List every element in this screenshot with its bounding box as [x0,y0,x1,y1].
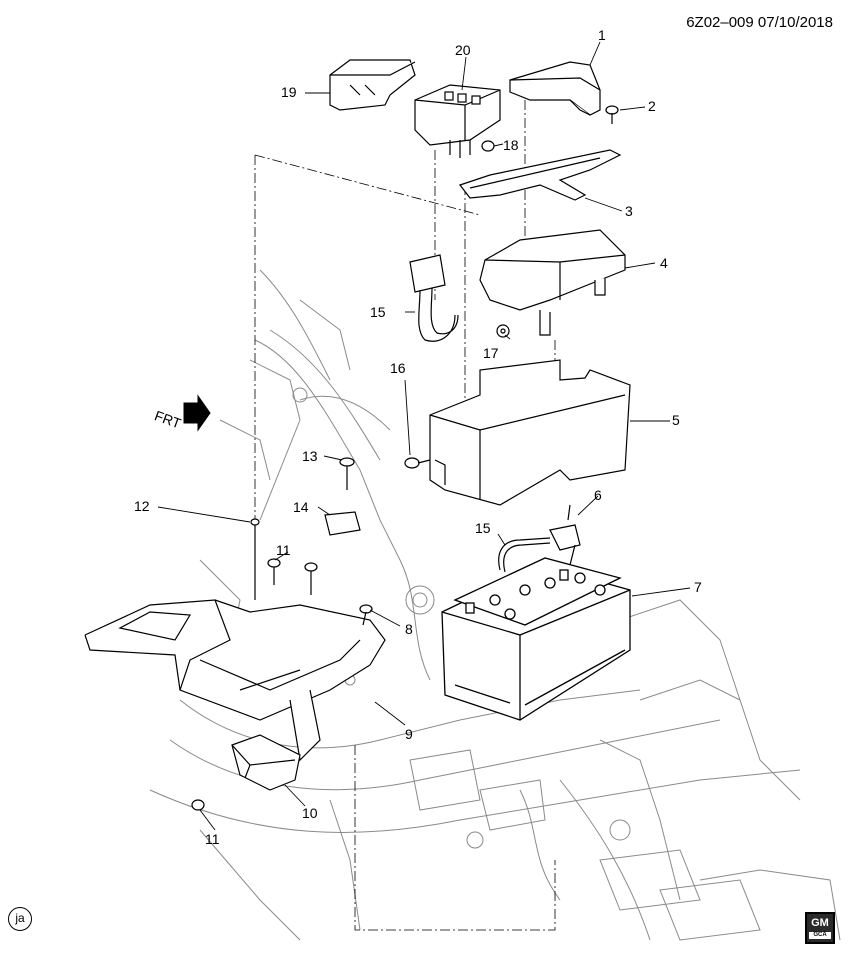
callout-15-upper: 15 [370,304,386,320]
part-16-pin [404,457,431,469]
callout-4: 4 [660,255,668,271]
callout-11-lower: 11 [205,831,220,847]
diagram-code-date: 6Z02–009 07/10/2018 [686,14,833,31]
callout-2: 2 [648,98,656,114]
part-20-fuse-block [414,84,501,158]
callout-13: 13 [302,448,318,464]
callout-7: 7 [694,579,702,595]
gm-logo-text: GM [811,917,829,929]
part-19-cover [329,59,416,111]
part-2-bolt [605,105,619,124]
callout-12: 12 [134,498,150,514]
part-18-grommet [481,140,495,152]
callout-1: 1 [598,27,606,43]
gm-logo-subtext: GCA [809,932,831,939]
front-arrow-icon [183,394,211,432]
part-17-grommet [496,324,510,338]
part-8-bolt [359,604,373,626]
gm-logo: GM GCA [805,912,835,944]
part-12-rod [250,518,260,600]
callout-20: 20 [455,42,471,58]
callout-15-lower: 15 [475,520,491,536]
front-direction-indicator: FRT [152,394,211,432]
part-15-cable-lower [498,537,551,573]
callout-9: 9 [405,726,413,742]
callout-numbers: 1 2 3 4 5 6 7 8 9 10 11 11 12 13 14 15 1… [134,27,702,847]
leader-lines [157,41,691,831]
vehicle-body-structure [149,269,841,941]
part-4-insulator [479,229,626,336]
callout-6: 6 [594,487,602,503]
part-3-bracket [459,149,622,201]
callout-17: 17 [483,345,499,361]
part-15-harness-upper [409,254,459,342]
callout-5: 5 [672,412,680,428]
part-10-bracket [231,734,301,791]
part-9-battery-tray [84,599,386,762]
part-11-bolts [191,558,318,811]
part-6-terminal [549,504,581,566]
callout-11-upper: 11 [276,542,291,558]
callout-3: 3 [625,203,633,219]
callout-8: 8 [405,621,413,637]
illustrator-badge: ja [8,907,32,931]
part-1-cover [509,61,601,116]
part-5-battery-box [429,359,631,506]
part-13-bolt [339,457,355,490]
callout-19: 19 [281,84,297,100]
part-14-block [324,511,361,536]
front-label: FRT [152,407,183,431]
callout-18: 18 [503,137,519,153]
callout-14: 14 [293,499,309,515]
assembly-lines [254,100,556,931]
callout-10: 10 [302,805,318,821]
part-7-battery [441,557,631,721]
callout-16: 16 [390,360,406,376]
